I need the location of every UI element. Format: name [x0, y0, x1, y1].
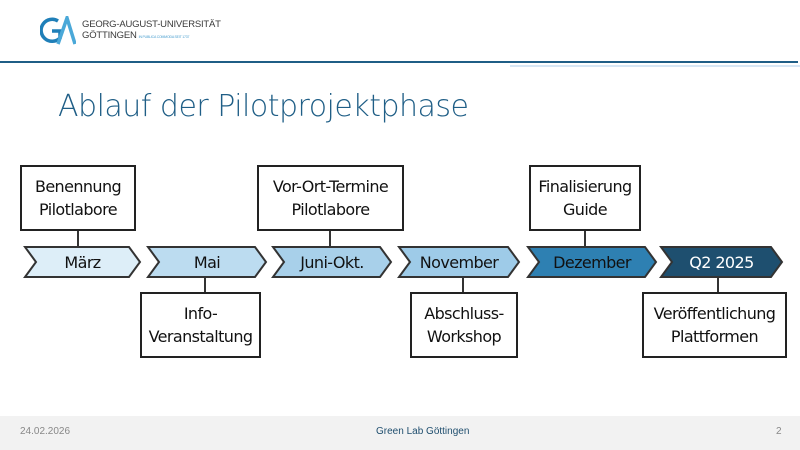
timeline-label: Mai: [193, 252, 221, 272]
footer: 24.02.2026 Green Lab Göttingen 2: [0, 416, 800, 450]
logo-line2: GÖTTINGEN: [82, 30, 137, 41]
timeline-label: November: [419, 252, 499, 272]
footer-title: Green Lab Göttingen: [376, 426, 470, 437]
timeline-label: März: [64, 252, 101, 272]
timeline-chevron: [23, 246, 142, 278]
timeline-label: Dezember: [553, 252, 631, 272]
logo-tagline: IN PUBLICA COMMODA SEIT 1737: [138, 35, 190, 39]
timeline-label: Q2 2025: [689, 252, 754, 272]
footer-page-number: 2: [776, 426, 782, 437]
event-benennung: Benennung Pilotlabore: [20, 165, 136, 231]
logo-line1: GEORG-AUGUST-UNIVERSITÄT: [82, 19, 221, 30]
event-abschluss-workshop: Abschluss- Workshop: [410, 292, 518, 358]
event-finalisierung: Finalisierung Guide: [529, 165, 641, 231]
event-info-veranstaltung: Info- Veranstaltung: [140, 292, 261, 358]
timeline-chevron: [397, 246, 521, 278]
timeline-label: Juni-Okt.: [300, 252, 364, 272]
footer-date: 24.02.2026: [20, 426, 71, 437]
ga-logo-icon: [40, 16, 76, 45]
timeline-chevron: [146, 246, 268, 278]
timeline-graphic: [23, 230, 784, 292]
slide-title: Ablauf der Pilotprojektphase: [58, 89, 469, 124]
timeline-chevron: [526, 246, 658, 278]
timeline-chevron: [659, 246, 784, 278]
timeline-chevron: [271, 246, 393, 278]
header-divider-accent: [510, 65, 800, 67]
event-veroeffentlichung: Veröffentlichung Plattformen: [642, 292, 787, 358]
header-divider: [0, 61, 798, 63]
event-vor-ort-termine: Vor-Ort-Termine Pilotlabore: [257, 165, 404, 231]
